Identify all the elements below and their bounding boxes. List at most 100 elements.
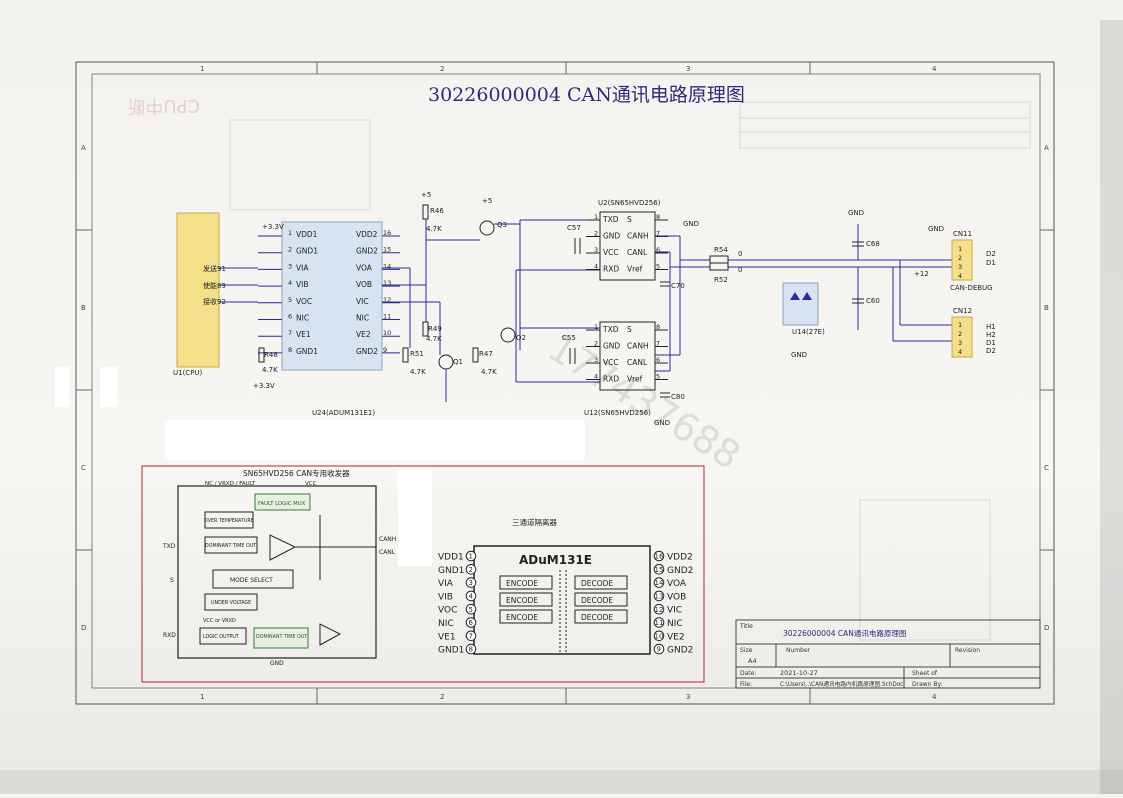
adum-left-pin-2: GND1: [438, 566, 464, 576]
transceiver-top-pin-canl: CANL: [627, 248, 648, 257]
cn11-name: CAN-DEBUG: [950, 284, 993, 292]
isolator-pin-num-14: 14: [383, 262, 391, 270]
isolator-pin-gnd1-left: GND1: [296, 247, 318, 256]
row-marker-c: C: [81, 464, 86, 472]
sn65-dominant-2: DOMINANT TIME OUT: [256, 634, 307, 640]
gnd-c68: GND: [848, 209, 864, 217]
transceiver-top-pin-num-3: 3: [594, 246, 598, 254]
transceiver-top-pin-num-4: 4: [594, 263, 598, 271]
sn65-fault-mux: FAULT LOGIC MUX: [258, 501, 306, 507]
tvs-label: U14(27E): [792, 328, 825, 336]
adum-decode-1: DECODE: [581, 579, 613, 588]
c70-label: C70: [671, 282, 685, 290]
isolator-pin-num-2: 2: [288, 246, 292, 254]
gnd-cn11: GND: [928, 225, 944, 233]
adum-name: ADuM131E: [519, 553, 592, 567]
transceiver-bottom-ref: U12(SN65HVD256): [584, 409, 651, 417]
transceiver-bottom-pin-num-7: 7: [656, 340, 660, 348]
cn11-pin1: 1: [958, 245, 962, 253]
col-marker-4: 4: [932, 65, 937, 73]
tb-file-value: C:\Users\..\CAN通讯电路内机篇原理图.SchDoc: [780, 680, 903, 688]
isolator-pin-num-9: 9: [383, 346, 387, 354]
sn65-vcc: VCC: [305, 481, 317, 487]
redaction-bar-4: [398, 470, 432, 566]
scan-bottom-shadow: [0, 770, 1123, 794]
cn12-ref: CN12: [953, 307, 972, 315]
r54-label: R54: [714, 246, 728, 254]
isolator-supply-bottom: +3.3V: [253, 382, 275, 390]
transceiver-bottom-pin-num-1: 1: [594, 323, 598, 331]
adum-left-pin-circle-2: [465, 564, 477, 575]
cn11-sig-d2: D2: [986, 250, 996, 258]
isolator-pin-vdd1-left: VDD1: [296, 230, 318, 239]
adum-right-pin-num-12: 12: [655, 606, 664, 614]
cn11-pin2: 2: [958, 254, 962, 262]
transceiver-bottom-pin-canl: CANL: [627, 358, 648, 367]
adum-left-pin-1: VDD1: [438, 553, 464, 563]
r54-value: 0: [738, 250, 742, 258]
adum-left-pin-circle-4: [465, 590, 477, 602]
adum-left-pin-num-5: 5: [469, 606, 473, 614]
adum-right-pin-circle-11: [653, 617, 665, 628]
tb-size-label: Size: [740, 647, 753, 654]
adum-right-pin-9: GND2: [667, 646, 693, 656]
cn12-sig-h2: H2: [986, 331, 996, 339]
isolator-pin-gnd2-right: GND2: [356, 347, 378, 356]
isolator-ref: U24(ADUM131E1): [312, 409, 375, 417]
cpu-label-rx: 接收92: [203, 297, 226, 306]
transceiver-top-pin-num-7: 7: [656, 230, 660, 238]
adum-right-pin-15: GND2: [667, 566, 693, 576]
adum-right-pin-circle-10: [653, 630, 665, 642]
adum-left-pin-8: GND1: [438, 646, 464, 656]
isolator-pin-num-3: 3: [288, 262, 292, 270]
adum-right-pin-circle-16: [653, 550, 665, 562]
transceiver-top-pin-num-2: 2: [594, 230, 598, 238]
redaction-bar-2: [100, 367, 117, 407]
adum-left-pin-circle-1: [465, 550, 477, 562]
transceiver-top-pin-num-5: 5: [656, 263, 660, 271]
adum-right-pin-num-9: 9: [657, 646, 661, 654]
sn65-canl: CANL: [379, 549, 396, 556]
transceiver-top-pin-num-6: 6: [656, 246, 660, 254]
gnd-top-right: GND: [683, 220, 699, 228]
adum-right-pin-num-14: 14: [655, 579, 664, 587]
isolator-pin-num-10: 10: [383, 329, 391, 337]
cpu-ref: U1(CPU): [173, 369, 203, 377]
transceiver-bottom-pin-s: S: [627, 325, 632, 334]
adum-left-pin-num-8: 8: [469, 646, 473, 654]
isolator-pin-via-left: VIA: [296, 263, 309, 272]
c68-label: C68: [866, 240, 880, 248]
adum-right-pin-12: VIC: [667, 606, 682, 616]
isolator-pin-num-5: 5: [288, 296, 292, 304]
row-marker-a-right: A: [1044, 144, 1049, 152]
q1-label: Q1: [453, 358, 463, 366]
isolator-pin-num-16: 16: [383, 229, 391, 237]
sn65-block: [177, 485, 377, 659]
ghost-mirror-text: CPU中断: [127, 95, 200, 116]
adum-left-pin-circle-8: [465, 643, 477, 655]
adum-right-pin-11: NIC: [667, 619, 683, 629]
c57-label: C57: [567, 224, 581, 232]
col-marker-2: 2: [440, 65, 444, 73]
cn11-connector: [951, 239, 973, 281]
col-marker-1: 1: [200, 65, 204, 73]
adum-right-pin-num-10: 10: [655, 632, 664, 640]
gnd-bottom-trans: GND: [654, 419, 670, 427]
isolator-pin-vic-right: VIC: [356, 297, 369, 306]
sn65-undervolt: UNDER VOLTAGE: [211, 600, 251, 606]
tb-date-label: Date:: [740, 670, 756, 677]
adum-left-pin-num-2: 2: [469, 566, 473, 574]
isolator-pin-num-1: 1: [288, 229, 292, 237]
transceiver-top-pin-txd: TXD: [602, 215, 619, 224]
row-marker-c-right: C: [1044, 464, 1049, 472]
r49-value: 4.7K: [426, 335, 442, 343]
adum-right-pin-num-15: 15: [655, 566, 664, 574]
isolator-supply: +3.3V: [262, 223, 284, 231]
col-marker-1-bottom: 1: [200, 693, 204, 701]
cn12-pin3: 3: [958, 339, 962, 347]
r47-value: 4.7K: [481, 368, 497, 376]
adum-encode-2: ENCODE: [506, 596, 538, 605]
sn65-logic-out: LOGIC OUTPUT: [203, 634, 239, 640]
c80-label: C80: [671, 393, 685, 401]
